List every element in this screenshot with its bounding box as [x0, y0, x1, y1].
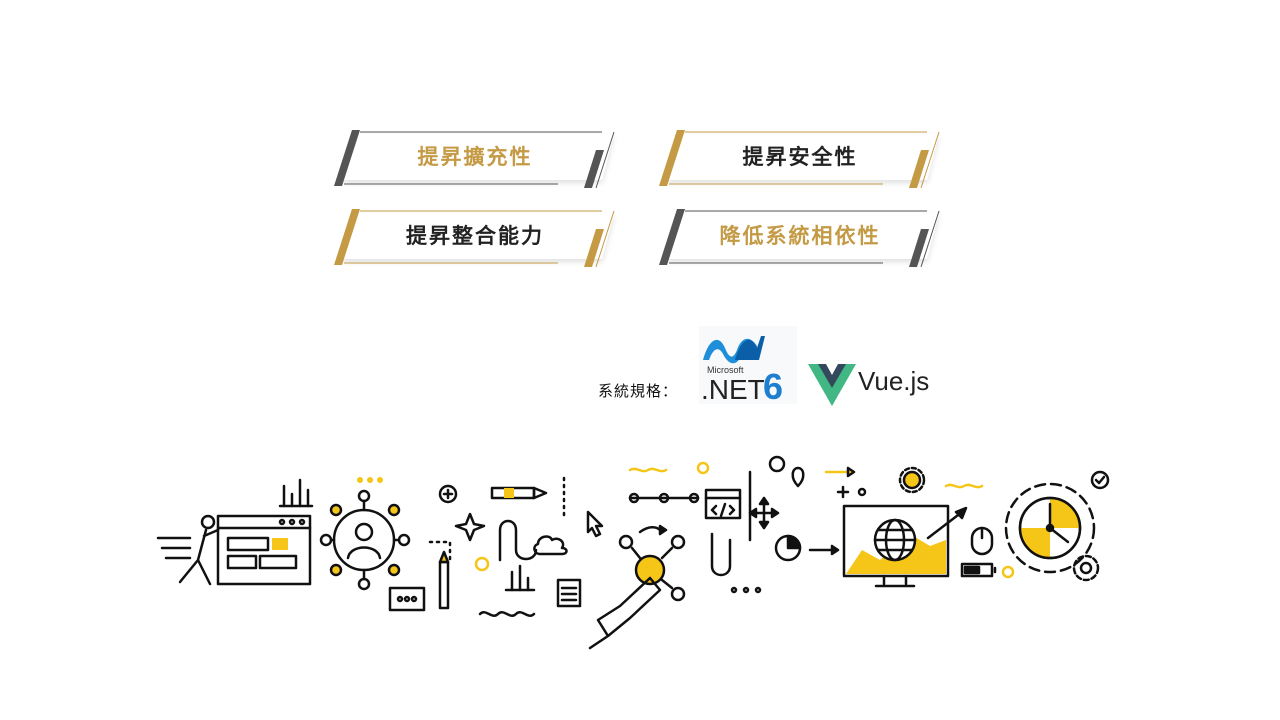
badge-frame: [659, 130, 940, 189]
badge-frame: [659, 209, 940, 268]
vue-text: Vue.js: [858, 366, 929, 396]
person-network-icon: [319, 489, 411, 591]
benefit-label: 提昇擴充性: [417, 145, 533, 169]
cursor-icon: [586, 510, 604, 538]
spec-label: 系統規格：: [598, 382, 679, 400]
document-icon: [556, 578, 582, 608]
tech-illustration: [156, 455, 1110, 650]
pencil-icon: [438, 550, 450, 610]
chat-bubble-icon: [388, 586, 426, 612]
benefit-label: 提昇安全性: [742, 145, 858, 169]
clock-gear-icon: [1004, 482, 1100, 582]
vuejs-logo: Vue.js: [808, 364, 929, 406]
badge-frame: [334, 209, 615, 268]
benefit-badge-dependency: 降低系統相依性: [655, 207, 945, 271]
move-arrows-icon: [748, 496, 780, 530]
benefit-label: 提昇整合能力: [406, 224, 544, 248]
monitor-globe-icon: [842, 504, 968, 588]
benefit-badge-scalability: 提昇擴充性: [330, 128, 620, 192]
pie-chart-icon: [774, 534, 802, 562]
dotnet-logo: Microsoft .NET 6: [699, 326, 797, 404]
net-version: 6: [763, 366, 783, 404]
location-pin-icon: [791, 466, 805, 488]
pen-horizontal-icon: [490, 486, 548, 500]
person-pushing-icon: [178, 514, 312, 586]
benefit-label: 降低系統相依性: [719, 224, 881, 248]
benefit-badge-security: 提昇安全性: [655, 128, 945, 192]
badge-frame: [334, 130, 615, 189]
bar-chart-icon: [278, 478, 314, 508]
benefit-badge-integration: 提昇整合能力: [330, 207, 620, 271]
net-brand: Microsoft: [707, 365, 744, 375]
battery-icon: [960, 562, 997, 578]
mouse-icon: [970, 526, 994, 556]
touch-hand-icon: [588, 534, 686, 650]
net-text: .NET: [701, 374, 765, 404]
cloud-icon: [533, 535, 568, 556]
gear-icon: [898, 466, 926, 494]
code-window-icon: [704, 488, 742, 520]
